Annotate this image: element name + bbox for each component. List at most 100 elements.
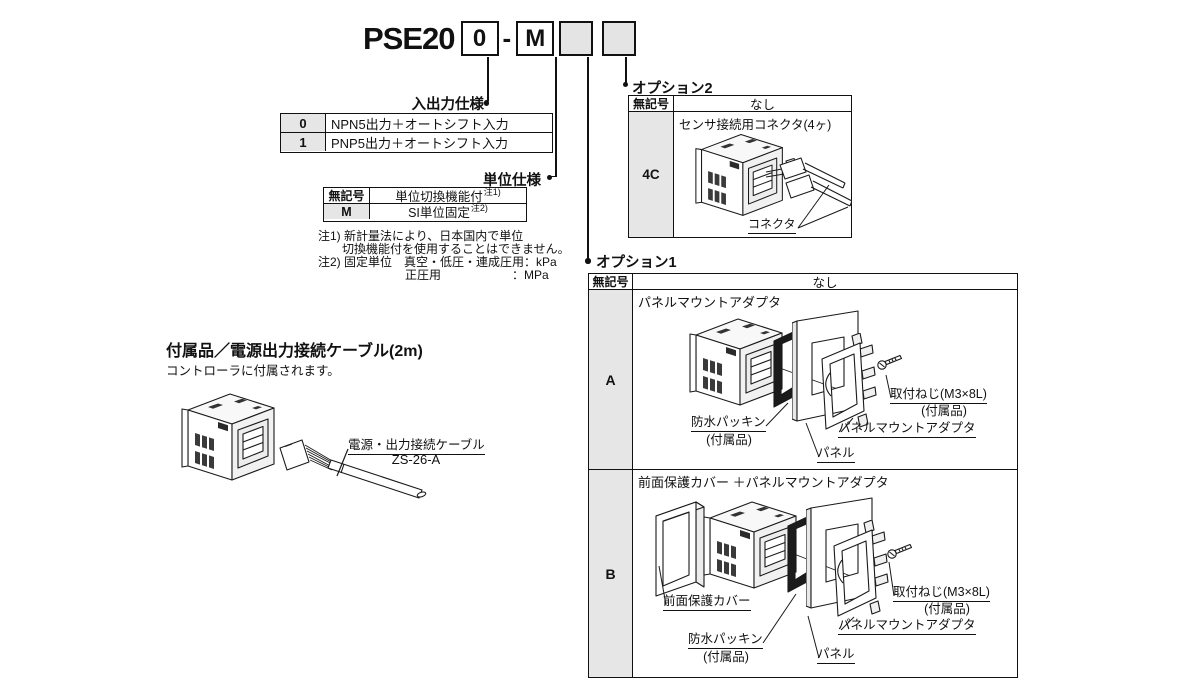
io-code-cell: 0 bbox=[281, 114, 326, 132]
leader-line-option2 bbox=[625, 57, 627, 83]
cable-label: 電源・出力接続ケーブル bbox=[348, 434, 485, 455]
table-row: 4C センサ接続用コネクタ(4ヶ) bbox=[629, 112, 851, 237]
part-number: PSE20 0 - M bbox=[363, 21, 637, 57]
leader-line bbox=[888, 561, 895, 597]
table-row: 1 PNP5出力＋オートシフト入力 bbox=[281, 133, 552, 151]
screw-icon bbox=[887, 543, 913, 559]
option1-label: オプション1 bbox=[596, 255, 677, 271]
leader-line-io bbox=[487, 57, 489, 101]
connector-label: コネクタ bbox=[748, 215, 796, 234]
option2-caption: センサ接続用コネクタ(4ヶ) bbox=[679, 118, 832, 132]
table-row-b: B 前面保護カバー ＋パネルマウントアダプタ bbox=[589, 470, 1017, 677]
leader-line bbox=[336, 448, 349, 477]
leader-line bbox=[658, 565, 667, 606]
io-spec-label: 入出力仕様 bbox=[411, 97, 485, 113]
screw-sublabel-a: (付属品) bbox=[921, 404, 967, 418]
unit-spec-label: 単位仕様 bbox=[483, 173, 541, 189]
part-number-box-option1 bbox=[559, 21, 594, 56]
leader-line bbox=[840, 417, 854, 433]
table-row: 無記号 なし bbox=[629, 96, 851, 112]
note-ref: 注2) bbox=[470, 203, 488, 213]
connector-plug-icon bbox=[765, 157, 852, 207]
adapter-label-a: パネルマウントアダプタ bbox=[838, 417, 976, 438]
table-row: 無記号 単位切換機能付注1) bbox=[324, 187, 526, 204]
option2-blank-code-cell: 無記号 bbox=[629, 96, 674, 111]
note-2-value: ：MPa bbox=[512, 268, 549, 282]
option1-figure-a bbox=[689, 310, 903, 458]
leader-line bbox=[805, 422, 820, 458]
accessory-subtitle: コントローラに付属されます。 bbox=[166, 364, 340, 378]
cover-icon bbox=[655, 501, 705, 597]
unit-desc-text: 単位切換機能付 bbox=[395, 190, 483, 204]
unit-desc-cell: SI単位固定注2) bbox=[370, 203, 526, 220]
option1-caption-a: パネルマウントアダプタ bbox=[638, 295, 782, 310]
option2-code-cell: 4C bbox=[629, 112, 674, 237]
unit-spec-table: 無記号 単位切換機能付注1) M SI単位固定注2) bbox=[323, 187, 527, 222]
leader-line-unit bbox=[555, 57, 557, 177]
leader-bullet-io bbox=[483, 100, 489, 106]
note-2-item: 正圧用 bbox=[405, 268, 442, 282]
table-row: M SI単位固定注2) bbox=[324, 203, 526, 220]
leader-line bbox=[885, 374, 892, 399]
option2-cell-body: センサ接続用コネクタ(4ヶ) bbox=[674, 112, 851, 237]
io-code-cell: 1 bbox=[281, 133, 326, 151]
panel-label-b: パネル bbox=[817, 643, 855, 664]
screw-label-b: 取付ねじ(M3×8L) bbox=[893, 581, 990, 602]
leader-line-unit-elbow bbox=[551, 175, 557, 178]
accessory-cable-figure bbox=[181, 393, 427, 499]
screw-label-a: 取付ねじ(M3×8L) bbox=[890, 383, 987, 404]
option1-cell-body-b: 前面保護カバー ＋パネルマウントアダプタ bbox=[633, 470, 1017, 677]
controller-cube-icon bbox=[695, 134, 783, 216]
controller-cube-icon bbox=[181, 393, 275, 481]
packing-label-a: 防水パッキン bbox=[691, 411, 766, 432]
unit-desc-text: SI単位固定 bbox=[408, 206, 470, 220]
option1-code-cell-a: A bbox=[589, 290, 633, 469]
cover-label-b: 前面保護カバー bbox=[663, 590, 751, 611]
leader-bullet-option2 bbox=[622, 81, 628, 87]
part-number-box-option2 bbox=[602, 21, 637, 56]
controller-cube-icon bbox=[703, 501, 797, 589]
accessory-title: 付属品／電源出力接続ケーブル(2m) bbox=[166, 343, 423, 360]
controller-cube-icon bbox=[689, 318, 783, 406]
cable-part-number: ZS-26-A bbox=[391, 452, 441, 467]
leader-line bbox=[797, 184, 830, 229]
leader-bullet-unit bbox=[546, 174, 552, 180]
unit-code-cell: M bbox=[324, 204, 370, 219]
leader-line-option1 bbox=[587, 57, 589, 259]
leader-line bbox=[797, 206, 849, 229]
panel-label-a: パネル bbox=[817, 442, 855, 463]
part-number-dash: - bbox=[502, 23, 512, 53]
io-desc-cell: PNP5出力＋オートシフト入力 bbox=[331, 135, 508, 151]
leader-line bbox=[765, 402, 789, 427]
io-desc-cell: NPN5出力＋オートシフト入力 bbox=[331, 116, 509, 132]
note-1-line-1: 注1) 新計量法により、日本国内で単位 bbox=[318, 229, 524, 243]
part-number-box-io: 0 bbox=[460, 21, 499, 56]
adapter-label-b: パネルマウントアダプタ bbox=[838, 614, 976, 635]
option2-blank-desc-cell: なし bbox=[749, 98, 775, 112]
option2-figure bbox=[695, 134, 852, 229]
option1-caption-b: 前面保護カバー ＋パネルマウントアダプタ bbox=[638, 475, 889, 490]
table-row: 無記号 なし bbox=[589, 274, 1017, 290]
option2-label: オプション2 bbox=[632, 81, 713, 97]
option1-blank-desc-cell: なし bbox=[812, 276, 838, 290]
screw-sublabel-b: (付属品) bbox=[924, 602, 970, 616]
cable-icon bbox=[279, 439, 427, 499]
part-number-box-unit: M bbox=[516, 21, 555, 56]
leader-bullet-option1 bbox=[585, 258, 591, 264]
leader-line bbox=[807, 615, 820, 659]
leader-line bbox=[762, 593, 797, 644]
unit-code-cell: 無記号 bbox=[324, 188, 370, 203]
table-row: 0 NPN5出力＋オートシフト入力 bbox=[281, 114, 552, 133]
packing-sublabel-b: (付属品) bbox=[703, 650, 749, 664]
option1-cell-body-a: パネルマウントアダプタ bbox=[633, 290, 1017, 469]
io-spec-table: 0 NPN5出力＋オートシフト入力 1 PNP5出力＋オートシフト入力 bbox=[280, 113, 553, 153]
note-2-line-1: 注2) 固定単位 真空・低圧・連成圧用：kPa bbox=[318, 255, 557, 269]
leader-line bbox=[840, 616, 855, 631]
note-2-line-2: 正圧用 ：MPa bbox=[405, 266, 549, 283]
option1-figure-b bbox=[655, 497, 913, 659]
unit-desc-cell: 単位切換機能付注1) bbox=[370, 187, 526, 204]
option1-code-cell-b: B bbox=[589, 470, 633, 677]
option1-blank-code-cell: 無記号 bbox=[589, 274, 633, 289]
table-row-a: A パネルマウントアダプタ bbox=[589, 290, 1017, 470]
note-1-line-2: 切換機能付を使用することはできません。 bbox=[342, 242, 570, 256]
